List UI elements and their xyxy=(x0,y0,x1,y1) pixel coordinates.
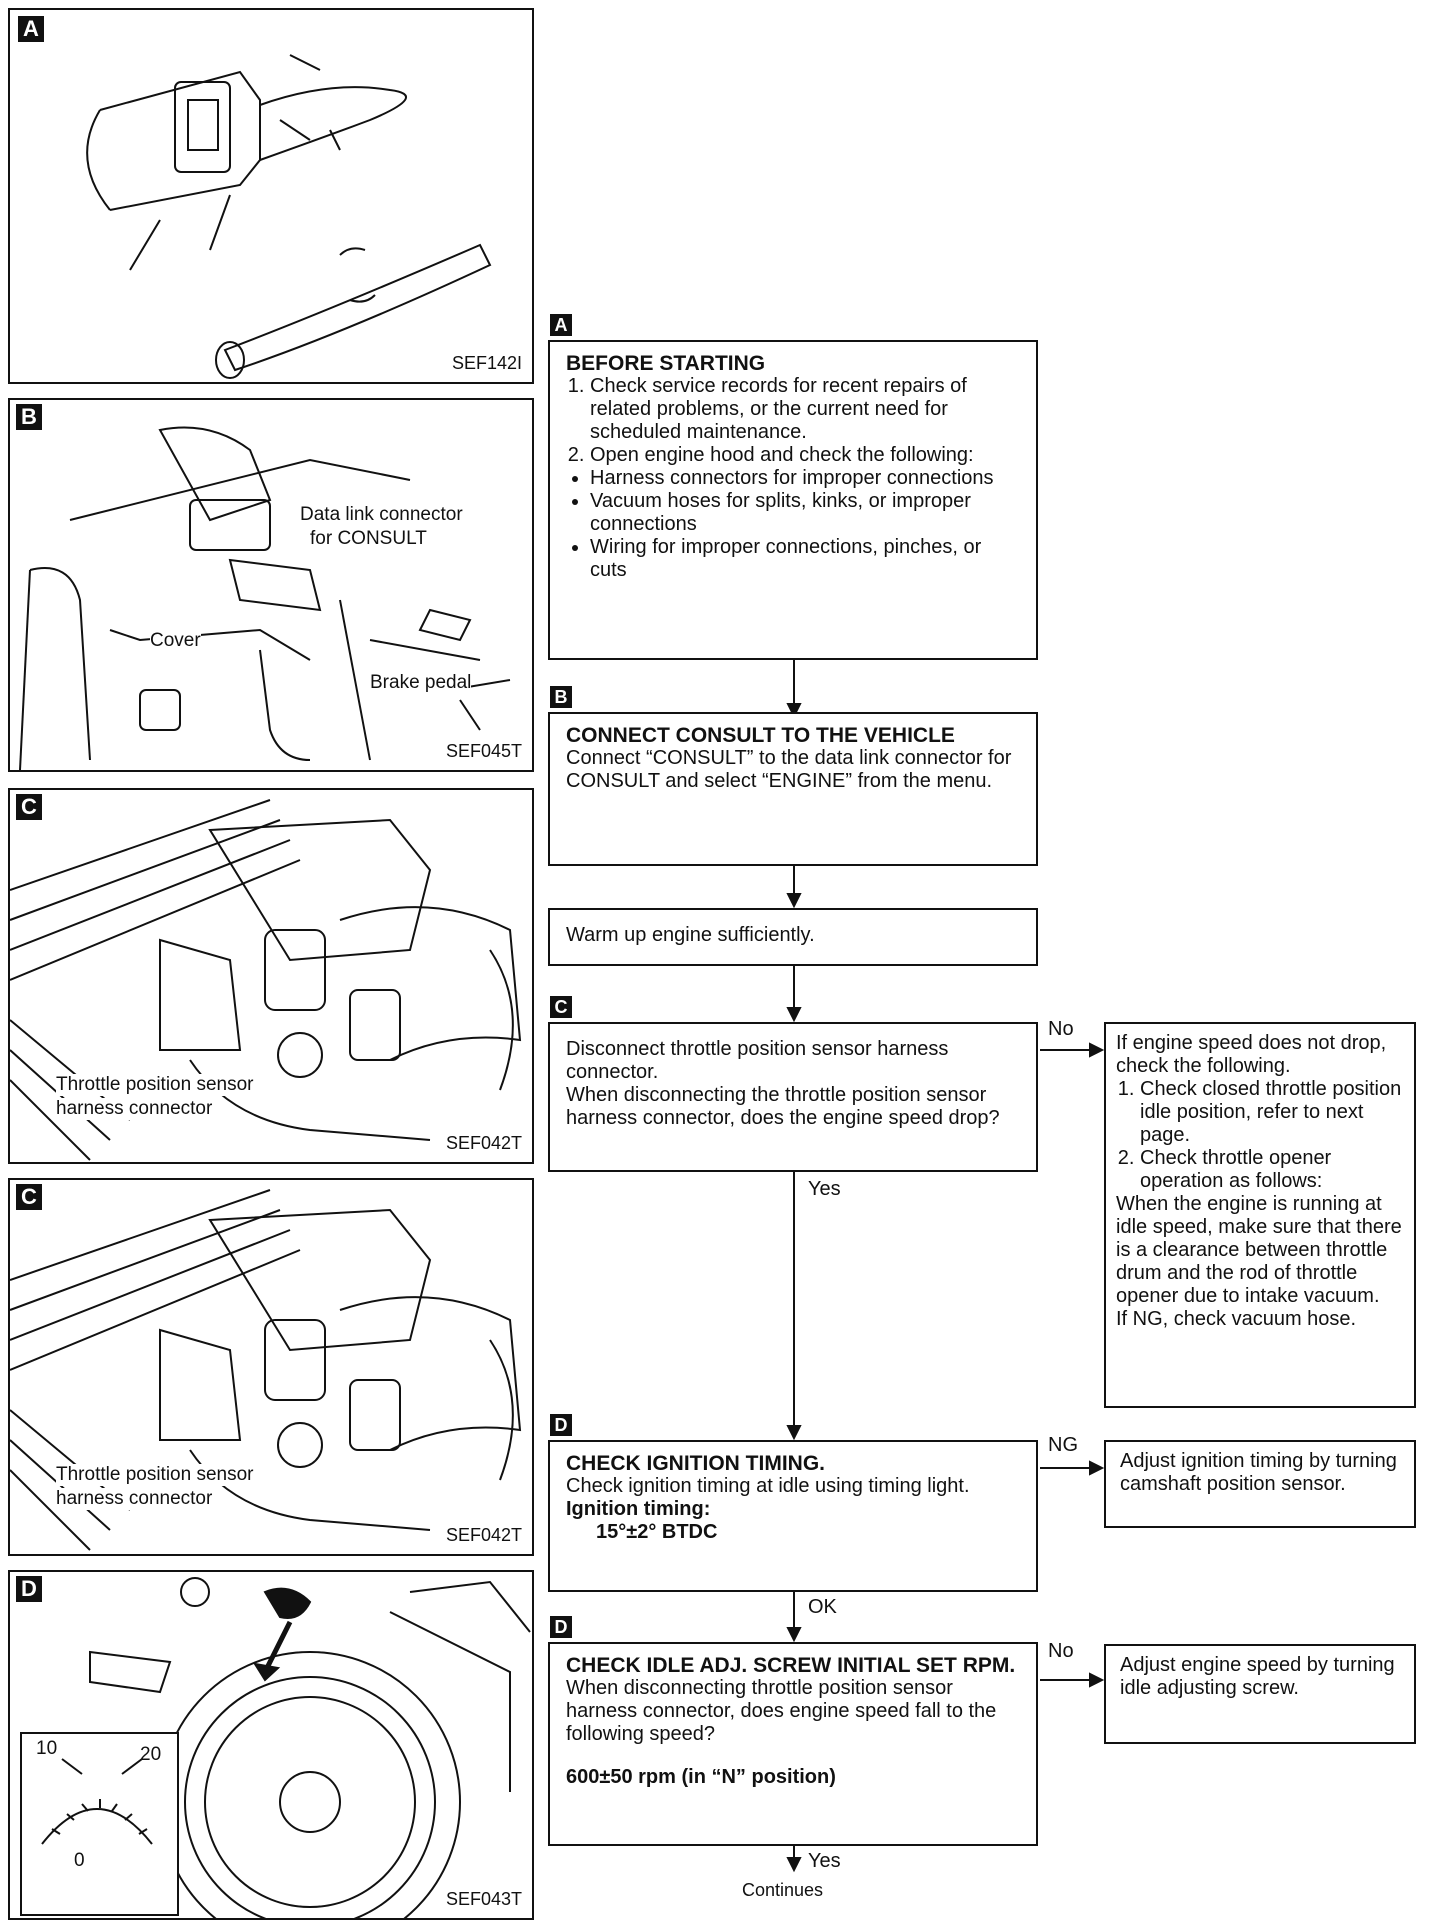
step-d1-ok-label: OK xyxy=(808,1596,837,1618)
step-d2-no-box: Adjust engine speed by turning idle adju… xyxy=(1104,1644,1416,1744)
step-d1-ng-label: NG xyxy=(1048,1434,1078,1456)
step-d1-badge: D xyxy=(550,1414,572,1436)
step-c-no-last: If NG, check vacuum hose. xyxy=(1116,1308,1357,1330)
callout-cover: Cover xyxy=(150,630,201,652)
warmup-text: Warm up engine sufficiently. xyxy=(566,924,815,946)
gauge-label-20: 20 xyxy=(140,1744,162,1765)
continues-label: Continues xyxy=(742,1880,824,1900)
callout-harness-connector-1: harness connector xyxy=(56,1098,213,1120)
timing-scale-inset: 10 20 0 xyxy=(20,1732,179,1916)
callout-throttle-sensor-1: Throttle position sensor xyxy=(56,1074,254,1096)
step-b-body: Connect “CONSULT” to the data link conne… xyxy=(566,747,1012,792)
illustration-panel-a: A SEF142I xyxy=(8,8,534,384)
step-c-body-1: Disconnect throttle position sensor harn… xyxy=(566,1038,949,1083)
step-d2-no-text: Adjust engine speed by turning idle adju… xyxy=(1120,1654,1395,1699)
step-c-no-item-2: Check throttle opener operation as follo… xyxy=(1140,1147,1404,1193)
gauge-label-0: 0 xyxy=(74,1850,85,1871)
callout-for-consult: for CONSULT xyxy=(310,528,427,550)
warmup-box: Warm up engine sufficiently. xyxy=(548,908,1038,966)
step-d1-ng-box: Adjust ignition timing by turning camsha… xyxy=(1104,1440,1416,1528)
step-d1-spec-label: Ignition timing: xyxy=(566,1498,711,1520)
step-c-no-detail: When the engine is running at idle speed… xyxy=(1116,1193,1402,1307)
gauge-label-10: 10 xyxy=(36,1738,58,1759)
panel-d-ref: SEF043T xyxy=(445,1889,522,1909)
panel-c2-badge: C xyxy=(16,1184,42,1210)
panel-c1-ref: SEF042T xyxy=(445,1133,522,1153)
consult-connector-drawing xyxy=(19,426,511,770)
step-d2-badge: D xyxy=(550,1616,572,1638)
illustration-panel-c2: C Throttle position sensor harness conne… xyxy=(8,1178,534,1556)
step-c-body-2: When disconnecting the throttle position… xyxy=(566,1084,1000,1129)
step-d1-box: CHECK IGNITION TIMING. Check ignition ti… xyxy=(548,1440,1038,1592)
step-c-no-label: No xyxy=(1048,1018,1074,1040)
step-d2-body: When disconnecting throttle position sen… xyxy=(566,1677,997,1745)
illustration-panel-c1: C Throttle position sensor harness conne… xyxy=(8,788,534,1164)
timing-pulley-drawing xyxy=(89,1577,531,1918)
step-a-box: BEFORE STARTING Check service records fo… xyxy=(548,340,1038,660)
step-c-no-box: If engine speed does not drop, check the… xyxy=(1104,1022,1416,1408)
panel-c2-ref: SEF042T xyxy=(445,1525,522,1545)
step-b-badge: B xyxy=(550,686,572,708)
step-c-no-intro: If engine speed does not drop, check the… xyxy=(1116,1032,1387,1077)
step-d2-box: CHECK IDLE ADJ. SCREW INITIAL SET RPM. W… xyxy=(548,1642,1038,1846)
timing-scale-drawing xyxy=(41,1758,153,1845)
panel-a-badge: A xyxy=(18,16,44,42)
step-b-title: CONNECT CONSULT TO THE VEHICLE xyxy=(566,724,955,747)
callout-harness-connector-2: harness connector xyxy=(56,1488,213,1510)
step-d2-no-label: No xyxy=(1048,1640,1074,1662)
step-c-yes-label: Yes xyxy=(808,1178,841,1200)
step-a-item-2: Open engine hood and check the following… xyxy=(590,444,1020,467)
illustration-panel-b: B Data link connector for CONSULT Cover … xyxy=(8,398,534,772)
step-d2-yes-label: Yes xyxy=(808,1850,841,1872)
callout-data-link-connector: Data link connector xyxy=(300,504,463,526)
step-d1-title: CHECK IGNITION TIMING. xyxy=(566,1452,825,1475)
step-d2-spec: 600±50 rpm (in “N” position) xyxy=(566,1766,836,1788)
step-c-no-item-1: Check closed throttle position idle posi… xyxy=(1140,1078,1404,1147)
illustration-panel-d: 10 20 0 D SEF043T xyxy=(8,1570,534,1920)
panel-b-badge: B xyxy=(16,404,42,430)
step-a-bullet-1: Harness connectors for improper connecti… xyxy=(590,467,1020,490)
step-c-badge: C xyxy=(550,996,572,1018)
step-a-item-1: Check service records for recent repairs… xyxy=(590,375,1020,444)
hose-connector-drawing xyxy=(86,54,492,379)
panel-c1-badge: C xyxy=(16,794,42,820)
step-a-bullet-2: Vacuum hoses for splits, kinks, or impro… xyxy=(590,490,1020,536)
step-d1-spec-value: 15°±2° BTDC xyxy=(596,1521,718,1543)
step-b-box: CONNECT CONSULT TO THE VEHICLE Connect “… xyxy=(548,712,1038,866)
panel-d-badge: D xyxy=(16,1576,42,1602)
step-d1-body: Check ignition timing at idle using timi… xyxy=(566,1475,970,1497)
step-c-box: Disconnect throttle position sensor harn… xyxy=(548,1022,1038,1172)
panel-a-ref: SEF142I xyxy=(451,353,522,373)
step-d2-title: CHECK IDLE ADJ. SCREW INITIAL SET RPM. xyxy=(566,1654,1016,1677)
step-a-badge: A xyxy=(550,314,572,336)
step-d1-ng-text: Adjust ignition timing by turning camsha… xyxy=(1120,1450,1397,1495)
panel-b-ref: SEF045T xyxy=(445,741,522,761)
step-a-title: BEFORE STARTING xyxy=(566,352,766,375)
callout-brake-pedal: Brake pedal xyxy=(370,672,472,694)
step-a-bullet-3: Wiring for improper connections, pinches… xyxy=(590,536,1020,582)
callout-throttle-sensor-2: Throttle position sensor xyxy=(56,1464,254,1486)
